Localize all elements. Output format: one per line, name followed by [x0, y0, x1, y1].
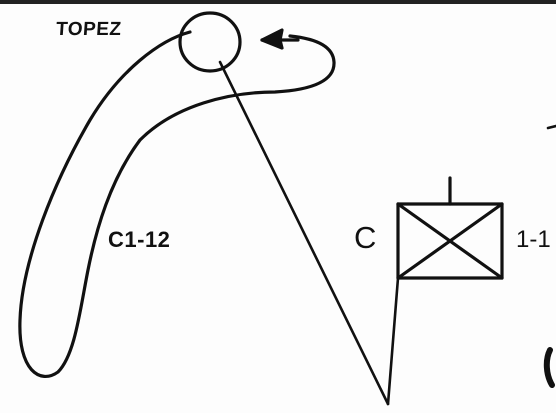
- route-label: C1-12: [108, 227, 171, 252]
- arrow-head: [260, 28, 284, 50]
- unit-letter-label: C: [354, 220, 377, 255]
- route-loop: [18, 30, 336, 378]
- checkpoint-label: TOPEZ: [55, 19, 123, 40]
- edge-mark-upper: [546, 124, 556, 130]
- approach-line: [218, 60, 390, 406]
- checkpoint-circle: [178, 11, 242, 73]
- edge-mark-lower: [543, 347, 555, 388]
- unit-designation-label: 1-1: [516, 226, 551, 253]
- unit-symbol-cross-b: [396, 202, 504, 280]
- unit-staff-line: [386, 276, 400, 406]
